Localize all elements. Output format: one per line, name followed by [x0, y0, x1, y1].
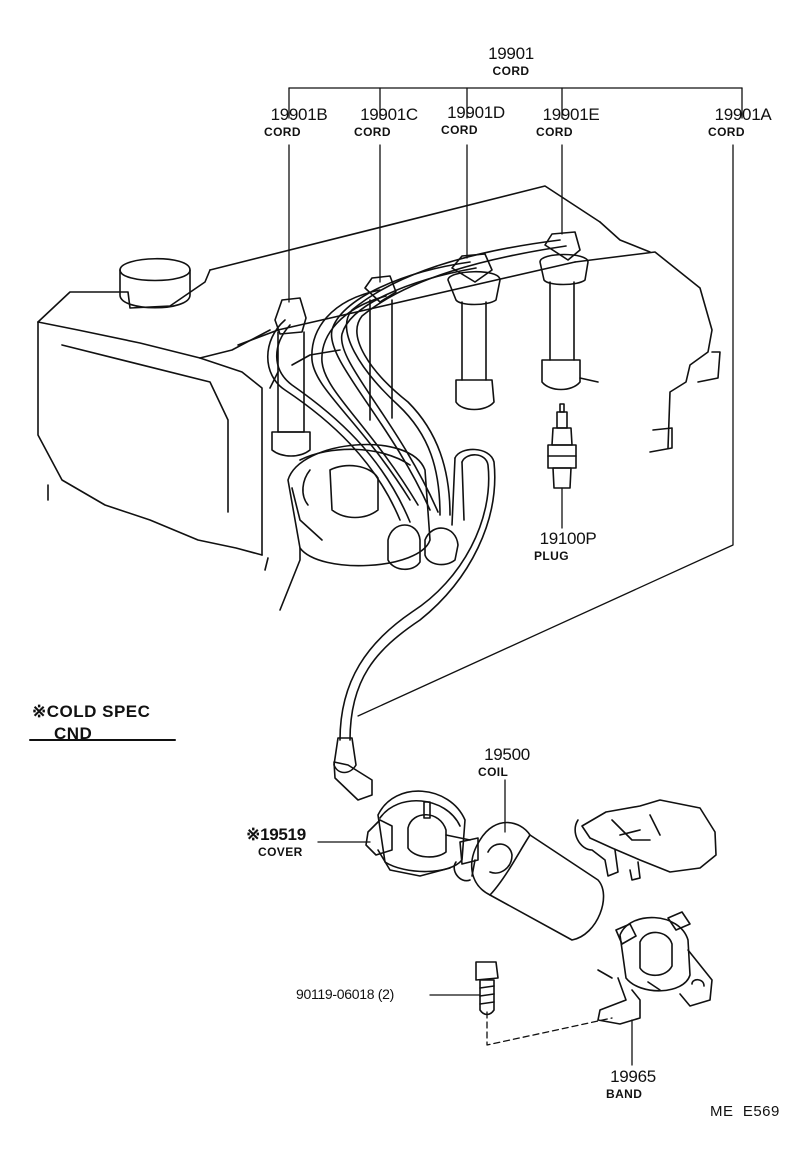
- part-number: 19901A: [714, 105, 772, 124]
- part-name: PLUG: [534, 549, 569, 563]
- part-number: 19901D: [447, 103, 505, 122]
- part-number: 19965: [610, 1067, 656, 1086]
- cord-b-label: 19901B CORD: [258, 106, 340, 138]
- note-line-1: ※COLD SPEC: [32, 702, 151, 721]
- band-label: 19965 BAND: [600, 1068, 666, 1100]
- part-name: CORD: [492, 64, 530, 78]
- figure-code: ME E569: [710, 1103, 780, 1120]
- part-name: BAND: [606, 1087, 643, 1101]
- cord-c-label: 19901C CORD: [348, 106, 430, 138]
- igniter-bracket: [574, 799, 717, 881]
- bolt-part: [475, 961, 499, 1016]
- part-number: 19100P: [539, 529, 597, 548]
- part-number: ※19519: [246, 825, 306, 844]
- part-name: COIL: [478, 765, 509, 779]
- cord-e-label: 19901E CORD: [530, 106, 612, 138]
- coil-part: [453, 821, 605, 941]
- part-name: CORD: [536, 125, 573, 139]
- cord-a-label: 19901A CORD: [702, 106, 784, 138]
- part-number: 19901: [488, 44, 534, 63]
- engine-block: [37, 185, 721, 611]
- part-number: 19901B: [270, 105, 328, 124]
- bolt-label: 90119-06018 (2): [296, 987, 394, 1001]
- note-line-2: CND: [54, 724, 93, 743]
- part-name: CORD: [441, 123, 478, 137]
- distributor: [287, 443, 459, 571]
- spark-plug: [547, 403, 577, 489]
- part-name: COVER: [258, 845, 303, 859]
- part-number: 90119-06018 (2): [296, 986, 394, 1002]
- part-name: CORD: [708, 125, 745, 139]
- part-number: 19901C: [360, 105, 418, 124]
- part-number: 19500: [484, 745, 530, 764]
- plug-label: 19100P PLUG: [528, 530, 608, 562]
- cover-part: [365, 790, 471, 877]
- ignition-wires: [266, 239, 567, 801]
- part-name: CORD: [354, 125, 391, 139]
- cord-d-label: 19901D CORD: [435, 104, 517, 136]
- cover-label: ※19519 COVER: [232, 826, 320, 858]
- part-number: 19901E: [542, 105, 600, 124]
- cord-main-label: 19901 CORD: [480, 45, 542, 77]
- cord-boots: [271, 231, 589, 457]
- coil-label: 19500 COIL: [474, 746, 540, 778]
- part-name: CORD: [264, 125, 301, 139]
- leader-lines: [288, 87, 743, 1066]
- cold-spec-note: ※COLD SPEC CND: [32, 702, 150, 744]
- band-part: [597, 911, 713, 1025]
